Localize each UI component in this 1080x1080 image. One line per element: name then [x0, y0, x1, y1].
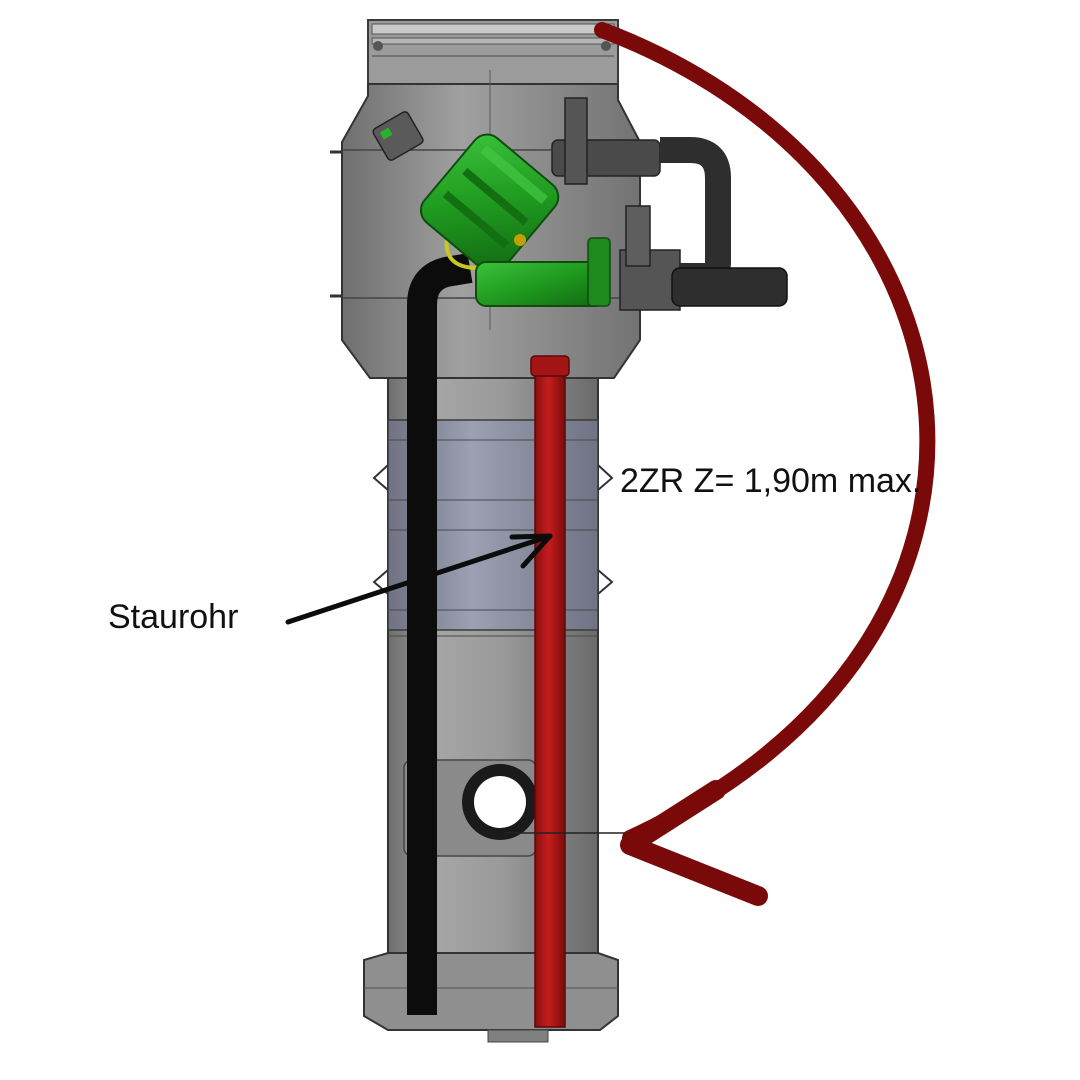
staurohr-label: Staurohr: [108, 598, 239, 636]
staurohr-pointer-arrow: [285, 533, 553, 625]
side-fittings: [551, 97, 788, 311]
green-valve-icon: [372, 111, 611, 307]
shaft-body: [363, 377, 619, 1043]
top-collar: [367, 19, 619, 85]
measurement-label: 2ZR Z= 1,90m max.: [620, 462, 922, 500]
red-pipe: [530, 355, 570, 1028]
curved-arrow: [594, 22, 936, 906]
staurohr-pipe: [407, 253, 473, 1015]
